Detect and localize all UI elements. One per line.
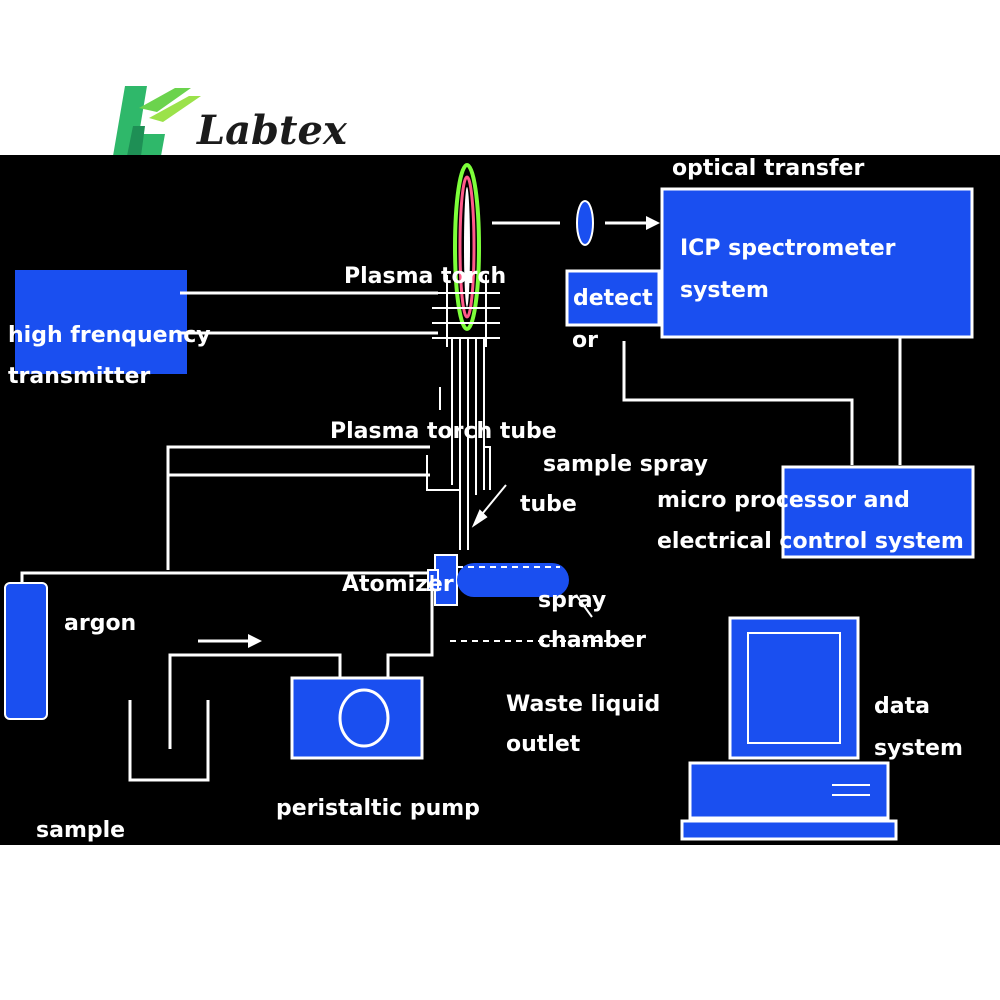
hf-label-line2: transmitter bbox=[8, 364, 150, 389]
chamber-pointer bbox=[575, 594, 593, 618]
hf-label-line1: high frenquency bbox=[8, 323, 211, 348]
pump-roller bbox=[338, 688, 390, 748]
optical-path bbox=[492, 200, 660, 246]
rf-wires bbox=[180, 291, 438, 335]
argon-line bbox=[20, 445, 432, 585]
detect-label: detect bbox=[573, 286, 653, 311]
argon-label: argon bbox=[64, 611, 136, 636]
pump-label: peristaltic pump bbox=[276, 796, 480, 821]
data-label-line2: system bbox=[874, 736, 963, 761]
icp-spectrometer-box bbox=[660, 187, 974, 339]
control-wires bbox=[622, 337, 902, 465]
icp-label-line2: system bbox=[680, 278, 769, 303]
icp-diagram: optical transfer ICP spectrometer system… bbox=[0, 155, 1000, 845]
sample-label: sample bbox=[36, 818, 125, 843]
argon-cylinder bbox=[4, 582, 48, 720]
hf-transmitter-box bbox=[15, 270, 187, 374]
spray-chamber bbox=[457, 563, 569, 597]
micro-label-line2: electrical control system bbox=[657, 529, 964, 554]
spray-chamber-label-line1: spray bbox=[538, 588, 606, 613]
or-label: or bbox=[572, 328, 598, 353]
icp-label-line1: ICP spectrometer bbox=[680, 236, 896, 261]
spray-tube-label-line1: sample spray bbox=[543, 452, 708, 477]
plasma-torch-tube bbox=[426, 338, 491, 550]
data-label-line1: data bbox=[874, 694, 930, 719]
detector-box bbox=[565, 269, 661, 327]
labtex-logo-mark bbox=[113, 86, 201, 156]
waste-label-line1: Waste liquid bbox=[506, 692, 660, 717]
arrow-icon bbox=[646, 216, 660, 230]
optical-transfer-label: optical transfer bbox=[672, 156, 864, 181]
sample-line bbox=[168, 575, 434, 749]
pointer-arrow bbox=[471, 484, 507, 528]
plasma-flame bbox=[453, 163, 481, 331]
optical-lens bbox=[576, 200, 594, 246]
logo-text: Labtex bbox=[196, 107, 348, 154]
computer-icon bbox=[680, 616, 898, 841]
microprocessor-box bbox=[781, 465, 975, 559]
waste-label-line2: outlet bbox=[506, 732, 581, 757]
induction-coil bbox=[432, 275, 500, 347]
atomizer-label: Atomizer bbox=[342, 572, 454, 597]
torch-tube-label: Plasma torch tube bbox=[330, 419, 557, 444]
flow-arrow-icon bbox=[248, 634, 262, 648]
labtex-logo: Labtex bbox=[113, 86, 348, 156]
spray-tube-label-line2: tube bbox=[520, 492, 577, 517]
sample-beaker bbox=[128, 700, 210, 782]
micro-label-line1: micro processor and bbox=[657, 488, 910, 513]
plasma-torch-label: Plasma torch bbox=[344, 264, 506, 289]
